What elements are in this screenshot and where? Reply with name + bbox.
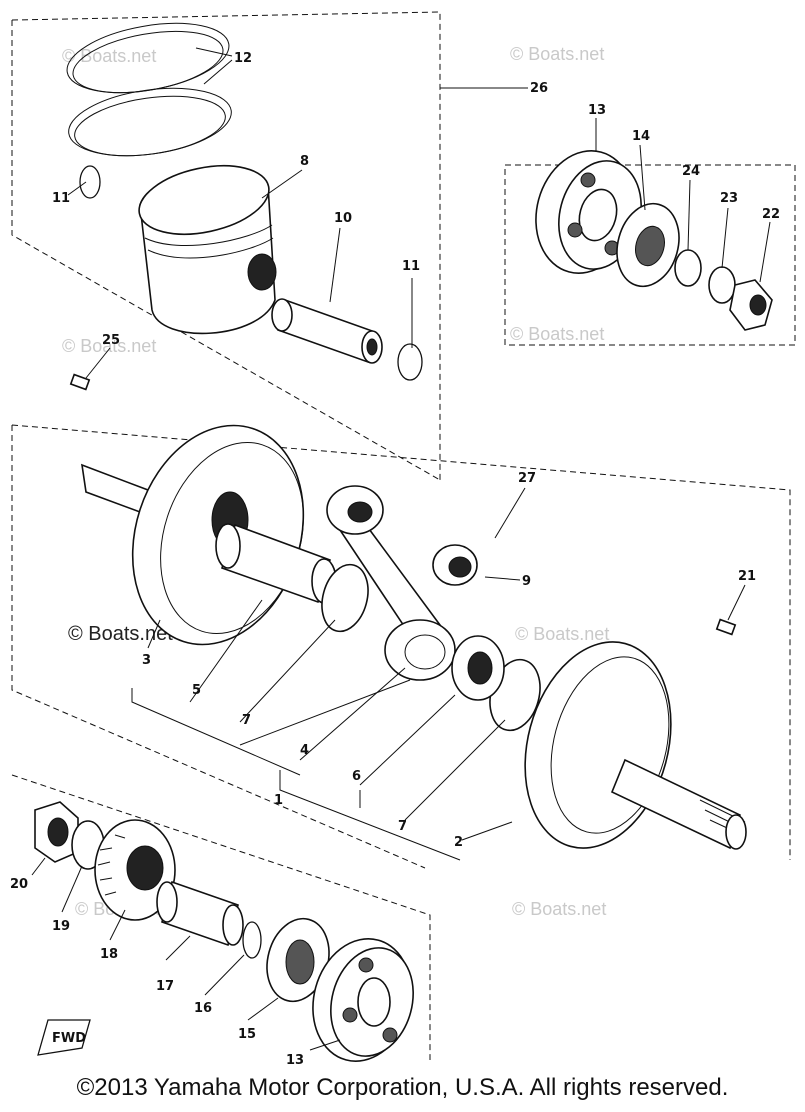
callout-label: 10 [334, 211, 352, 226]
callout-label: 7 [398, 819, 407, 834]
callout-label: 11 [402, 259, 420, 274]
piston-group-box [11, 11, 441, 481]
callout-label: 15 [238, 1027, 256, 1042]
callout-label: 13 [588, 103, 606, 118]
output-group-box [11, 774, 431, 1060]
callout-label: 3 [142, 653, 151, 668]
callout-label: 19 [52, 919, 70, 934]
needle-bearing-small [432, 544, 478, 586]
callout-label: 23 [720, 191, 738, 206]
woodruff-key [69, 373, 91, 391]
woodruff-key [715, 618, 737, 636]
watermark: © Boats.net [512, 899, 606, 919]
callout-label: 5 [192, 683, 201, 698]
callout-label: 12 [234, 51, 252, 66]
collar [156, 880, 244, 947]
watermark-dark: © Boats.net [68, 623, 173, 645]
crank-wheel-right [524, 641, 747, 850]
circlip [397, 343, 423, 381]
needle-bearing-big [451, 635, 505, 701]
piston-pin [271, 298, 383, 364]
callout-label: 26 [530, 81, 548, 96]
callout-label: 22 [762, 207, 780, 222]
spacer [674, 249, 702, 287]
o-ring [242, 921, 262, 959]
callout-label: 1 [274, 793, 283, 808]
callout-label: 6 [352, 769, 361, 784]
watermark: © Boats.net [62, 46, 156, 66]
copyright-footer: ©2013 Yamaha Motor Corporation, U.S.A. A… [76, 1074, 729, 1101]
callout-label: 4 [300, 743, 309, 758]
bearing-group-box [504, 164, 796, 346]
watermark: © Boats.net [515, 624, 609, 644]
callout-label: 27 [518, 471, 536, 486]
thrust-washer [321, 563, 369, 633]
oil-seal [266, 917, 330, 1003]
callout-label: 21 [738, 569, 756, 584]
callout-label: 2 [454, 835, 463, 850]
callout-label: 7 [242, 713, 251, 728]
callout-label: 8 [300, 154, 309, 169]
piston [138, 165, 277, 335]
connecting-rod [326, 485, 456, 681]
callout-label: 24 [682, 164, 700, 179]
leader-lines [31, 47, 771, 1051]
oil-seal [616, 202, 680, 288]
callout-label: 16 [194, 1001, 212, 1016]
watermark: © Boats.net [510, 324, 604, 344]
callout-label: 13 [286, 1053, 304, 1068]
callout-label: 9 [522, 574, 531, 589]
nut [34, 801, 79, 863]
callout-label: 14 [632, 129, 650, 144]
callout-label: 25 [102, 333, 120, 348]
nut [729, 279, 773, 331]
callout-labels: 12 11 11 10 8 26 13 14 24 23 22 25 27 9 … [10, 51, 780, 1068]
callout-label: 20 [10, 877, 28, 892]
fwd-arrow-icon: FWD [37, 1019, 91, 1056]
washer [708, 266, 736, 304]
piston-rings [66, 22, 232, 157]
callout-label: 17 [156, 979, 174, 994]
watermark: © Boats.net [510, 44, 604, 64]
watermark: © Boats.net [62, 336, 156, 356]
svg-text:FWD: FWD [52, 1031, 86, 1046]
drive-gear [94, 819, 176, 921]
callout-label: 11 [52, 191, 70, 206]
callout-label: 18 [100, 947, 118, 962]
circlip [79, 165, 101, 199]
bearing [312, 938, 414, 1062]
